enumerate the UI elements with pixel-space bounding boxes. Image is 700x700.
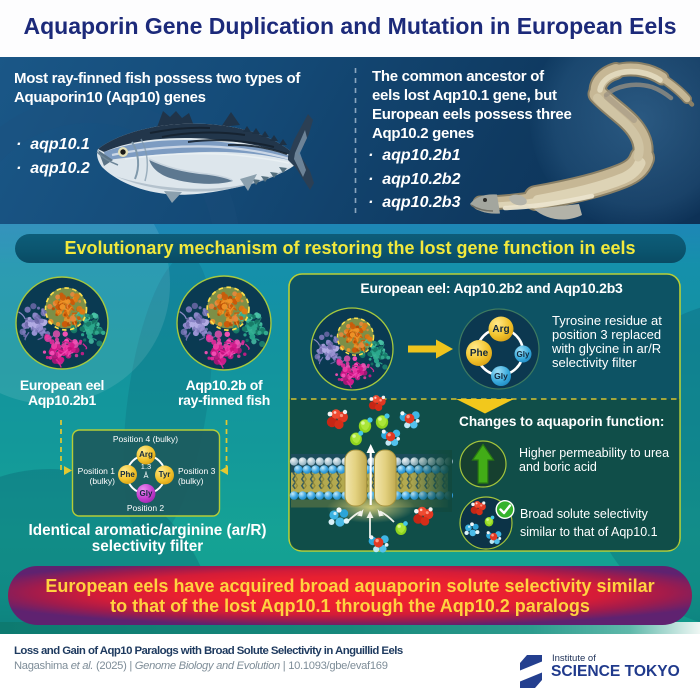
- svg-text:Institute of: Institute of: [552, 653, 596, 664]
- svg-text:SCIENCE TOKYO: SCIENCE TOKYO: [551, 663, 680, 680]
